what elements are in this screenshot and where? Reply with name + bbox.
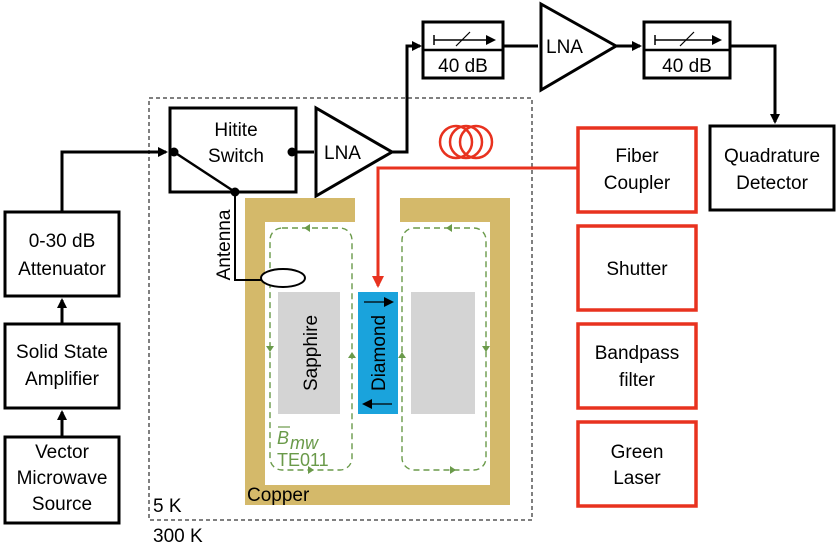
fiber-coupler-block: Fiber Coupler — [576, 126, 698, 214]
attenuator-block: 0-30 dB Attenuator — [3, 210, 121, 298]
switch-line-2: Switch — [208, 146, 264, 167]
sapphire-label: Sapphire — [301, 315, 322, 391]
copper-cavity: Sapphire Diamond Copper — [245, 198, 510, 506]
source-line-1: Vector — [35, 442, 90, 463]
field-subscript: mw — [290, 433, 319, 453]
field-symbol: B — [277, 428, 289, 448]
source-line-2: Microwave — [17, 468, 108, 489]
amplifier-line-2: Amplifier — [25, 369, 100, 390]
switch-block: Hitite Switch — [168, 106, 298, 197]
amplifier-line-1: Solid State — [16, 342, 108, 363]
isolator-1: 40 dB — [421, 20, 505, 80]
vector-source-block: Vector Microwave Source — [3, 435, 121, 525]
diamond-label: Diamond — [369, 315, 390, 391]
sapphire-right — [411, 292, 475, 414]
antenna-label: Antenna — [214, 209, 235, 280]
wire-lna1-to-iso1 — [392, 41, 422, 154]
fiber-coupler-line-1: Fiber — [615, 146, 659, 167]
attenuator-line-2: Attenuator — [18, 259, 106, 280]
cryostat-boundary — [148, 97, 533, 521]
switch-line-1: Hitite — [214, 120, 257, 141]
label-300k: 300 K — [153, 526, 203, 546]
wire-iso2-to-detector — [730, 44, 780, 124]
field-label: B mw TE011 — [277, 426, 329, 470]
isolator-2: 40 dB — [642, 20, 732, 80]
antenna: Antenna — [214, 192, 306, 288]
lna-2-label: LNA — [546, 37, 583, 58]
amplifier-block: Solid State Amplifier — [3, 322, 121, 410]
mode-label: TE011 — [277, 450, 329, 470]
laser-path-to-diamond — [372, 166, 578, 288]
lna-2: LNA — [539, 1, 620, 93]
shutter-label: Shutter — [606, 259, 668, 280]
attenuator-line-1: 0-30 dB — [29, 231, 96, 252]
quadrature-line-2: Detector — [736, 173, 808, 194]
bandpass-filter-block: Bandpass filter — [576, 322, 698, 410]
shutter-block: Shutter — [576, 224, 698, 312]
laser-line-1: Green — [611, 442, 664, 463]
quadrature-detector-block: Quadrature Detector — [708, 124, 836, 212]
label-5k: 5 K — [153, 496, 182, 517]
bandpass-line-1: Bandpass — [595, 343, 680, 364]
fiber-coupler-line-2: Coupler — [604, 173, 671, 194]
lna-1-label: LNA — [324, 143, 361, 164]
isolator-2-label: 40 dB — [662, 56, 712, 77]
wire-atten-to-switch — [60, 147, 168, 212]
lna-1: LNA — [314, 105, 395, 199]
quadrature-line-1: Quadrature — [724, 146, 820, 167]
bandpass-line-2: filter — [619, 370, 656, 391]
sapphire-left — [278, 292, 340, 414]
diamond-sample — [358, 292, 398, 414]
source-line-3: Source — [32, 494, 92, 515]
copper-label: Copper — [247, 485, 310, 506]
fiber-coil — [438, 124, 494, 160]
isolator-1-label: 40 dB — [438, 56, 488, 77]
green-laser-block: Green Laser — [576, 420, 698, 508]
te011-field-lines — [266, 224, 490, 474]
laser-line-2: Laser — [613, 468, 661, 489]
